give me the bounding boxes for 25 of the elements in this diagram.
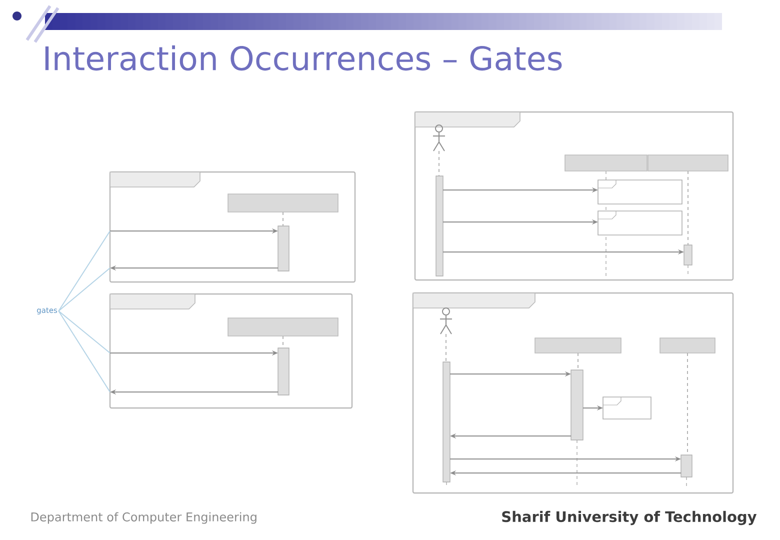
slide-title: Interaction Occurrences – Gates xyxy=(45,45,562,71)
activation-bar xyxy=(278,226,290,272)
lifeline-head xyxy=(534,338,622,354)
activation-bar xyxy=(278,348,290,396)
activation-bar xyxy=(684,244,692,266)
footer-text: Department of Computer Engineering xyxy=(31,512,256,524)
actor-figure xyxy=(432,124,446,152)
interaction-occurrence-box xyxy=(598,210,682,236)
activation-bar xyxy=(436,176,444,276)
lifeline-head xyxy=(228,194,338,212)
activation-bar xyxy=(442,362,450,482)
lifeline-head xyxy=(648,154,728,172)
footer-text: Sharif University of Technology xyxy=(502,510,757,526)
sequence-frame xyxy=(412,292,734,494)
interaction-occurrence-box xyxy=(598,180,682,204)
lifeline-head xyxy=(228,318,338,336)
lifeline-head xyxy=(660,338,716,354)
activation-bar xyxy=(570,370,584,440)
actor-figure xyxy=(440,308,452,334)
sequence-frame xyxy=(109,171,356,283)
activation-bar xyxy=(680,454,692,478)
sequence-frame xyxy=(414,111,734,281)
sequence-frame xyxy=(109,293,353,409)
lifeline-head xyxy=(564,154,648,172)
interaction-occurrence-box xyxy=(602,396,652,420)
